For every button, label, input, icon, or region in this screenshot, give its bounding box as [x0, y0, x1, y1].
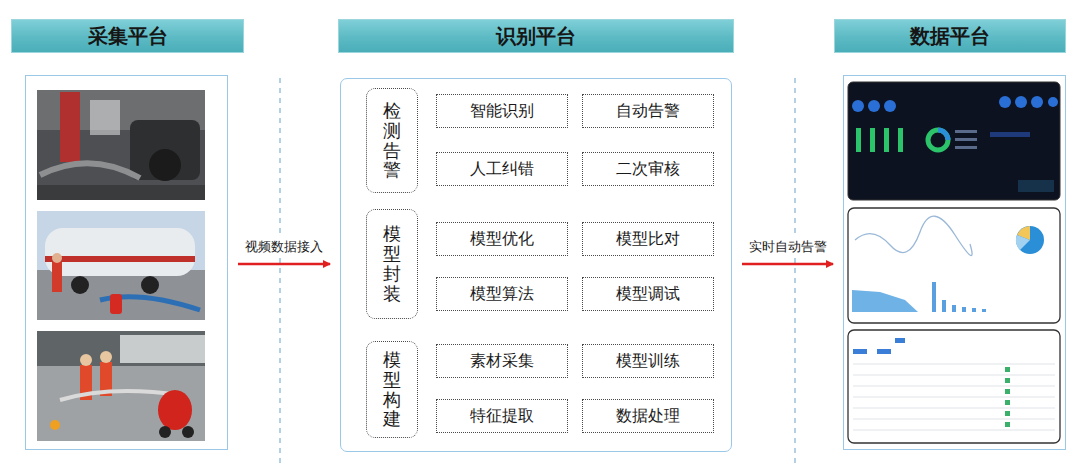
screenshot-charts — [848, 208, 1060, 323]
platform-header: 采集平台 — [11, 19, 244, 53]
platform-title: 识别平台 — [496, 23, 576, 50]
platform-panel: 识别平台检测告警智能识别自动告警人工纠错二次审核模型封装模型优化模型比对模型算法… — [340, 78, 732, 452]
function-box: 二次审核 — [582, 152, 714, 186]
group-box: 模型构建 — [366, 341, 418, 438]
flow-arrow — [742, 263, 833, 266]
function-label: 模型算法 — [470, 284, 534, 305]
group-box: 检测告警 — [366, 88, 418, 193]
separator-line — [279, 78, 280, 465]
function-box: 数据处理 — [582, 399, 714, 433]
function-label: 数据处理 — [616, 406, 680, 427]
photo-workers — [37, 331, 205, 441]
function-box: 模型调试 — [582, 277, 714, 311]
photo-unloading — [37, 90, 205, 200]
function-box: 素材采集 — [436, 344, 568, 378]
flow-arrow — [238, 263, 330, 266]
function-box: 模型优化 — [436, 222, 568, 256]
platform-header: 识别平台 — [338, 19, 734, 53]
function-box: 人工纠错 — [436, 152, 568, 186]
function-label: 模型比对 — [616, 229, 680, 250]
platform-title: 数据平台 — [910, 23, 990, 50]
function-label: 素材采集 — [470, 351, 534, 372]
function-label: 特征提取 — [470, 406, 534, 427]
function-box: 模型算法 — [436, 277, 568, 311]
arrow-label: 实时自动告警 — [747, 238, 829, 256]
function-box: 模型训练 — [582, 344, 714, 378]
arrow-label: 视频数据接入 — [243, 238, 325, 256]
separator-line — [794, 78, 795, 465]
screenshot-dashboard — [848, 82, 1060, 200]
function-box: 模型比对 — [582, 222, 714, 256]
function-label: 人工纠错 — [470, 159, 534, 180]
group-title: 模型构建 — [383, 350, 401, 429]
platform-title: 采集平台 — [88, 23, 168, 50]
group-box: 模型封装 — [366, 209, 418, 319]
function-box: 智能识别 — [436, 94, 568, 128]
function-label: 模型训练 — [616, 351, 680, 372]
function-label: 模型调试 — [616, 284, 680, 305]
group-title: 模型封装 — [383, 224, 401, 303]
platform-panel: 数据平台 — [843, 75, 1066, 450]
function-label: 二次审核 — [616, 159, 680, 180]
function-label: 自动告警 — [616, 101, 680, 122]
function-label: 智能识别 — [470, 101, 534, 122]
function-label: 模型优化 — [470, 229, 534, 250]
function-box: 特征提取 — [436, 399, 568, 433]
platform-header: 数据平台 — [834, 19, 1066, 53]
group-title: 检测告警 — [383, 101, 401, 180]
function-box: 自动告警 — [582, 94, 714, 128]
platform-panel: 采集平台 — [25, 75, 228, 450]
photo-tanker — [37, 211, 205, 320]
screenshot-table — [848, 330, 1060, 443]
